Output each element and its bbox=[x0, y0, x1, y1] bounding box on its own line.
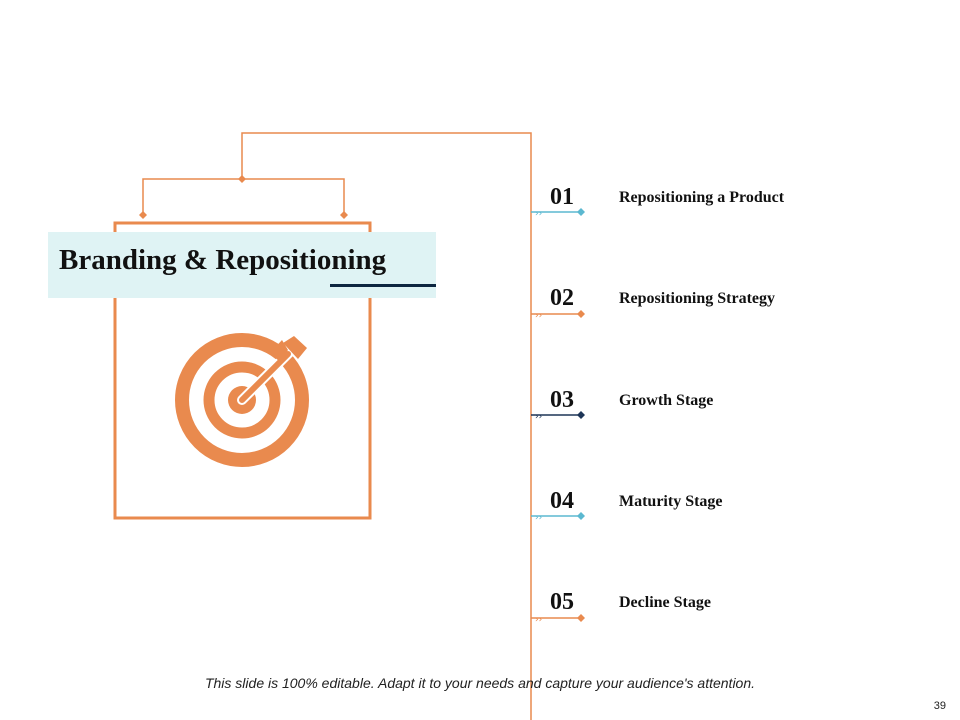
item-label-3: Growth Stage bbox=[619, 392, 714, 409]
svg-text:››: ›› bbox=[535, 209, 542, 219]
item-label-2: Repositioning Strategy bbox=[619, 290, 775, 307]
item-connector-3: ›› bbox=[531, 411, 585, 422]
sub-bracket-line bbox=[142, 178, 345, 215]
title-box: Branding & Repositioning bbox=[48, 232, 436, 298]
item-number-1: 01 bbox=[550, 184, 574, 210]
item-number-2: 02 bbox=[550, 285, 574, 311]
item-number-4: 04 bbox=[550, 488, 574, 514]
icon-frame bbox=[113, 221, 372, 520]
bracket-diamond-left bbox=[139, 211, 147, 219]
item-connector-5: ›› bbox=[531, 614, 585, 625]
svg-text:››: ›› bbox=[535, 513, 542, 523]
footer-note: This slide is 100% editable. Adapt it to… bbox=[204, 675, 756, 691]
item-number-3: 03 bbox=[550, 387, 574, 413]
item-label-5: Decline Stage bbox=[619, 594, 711, 611]
item-number-5: 05 bbox=[550, 589, 574, 615]
target-arrow-icon bbox=[175, 333, 309, 467]
item-connector-2: ›› bbox=[531, 310, 585, 321]
svg-text:››: ›› bbox=[535, 412, 542, 422]
svg-text:››: ›› bbox=[535, 615, 542, 625]
bracket-diamond-top bbox=[238, 175, 246, 183]
title-underline bbox=[330, 284, 436, 287]
page-number: 39 bbox=[933, 700, 946, 712]
item-connector-1: ›› bbox=[531, 208, 585, 219]
item-label-1: Repositioning a Product bbox=[619, 189, 785, 206]
item-connector-4: ›› bbox=[531, 512, 585, 523]
top-bracket-line bbox=[241, 132, 532, 720]
item-label-4: Maturity Stage bbox=[619, 493, 723, 510]
slide-title: Branding & Repositioning bbox=[59, 244, 387, 276]
bracket-diamond-right bbox=[340, 211, 348, 219]
svg-text:››: ›› bbox=[535, 311, 542, 321]
